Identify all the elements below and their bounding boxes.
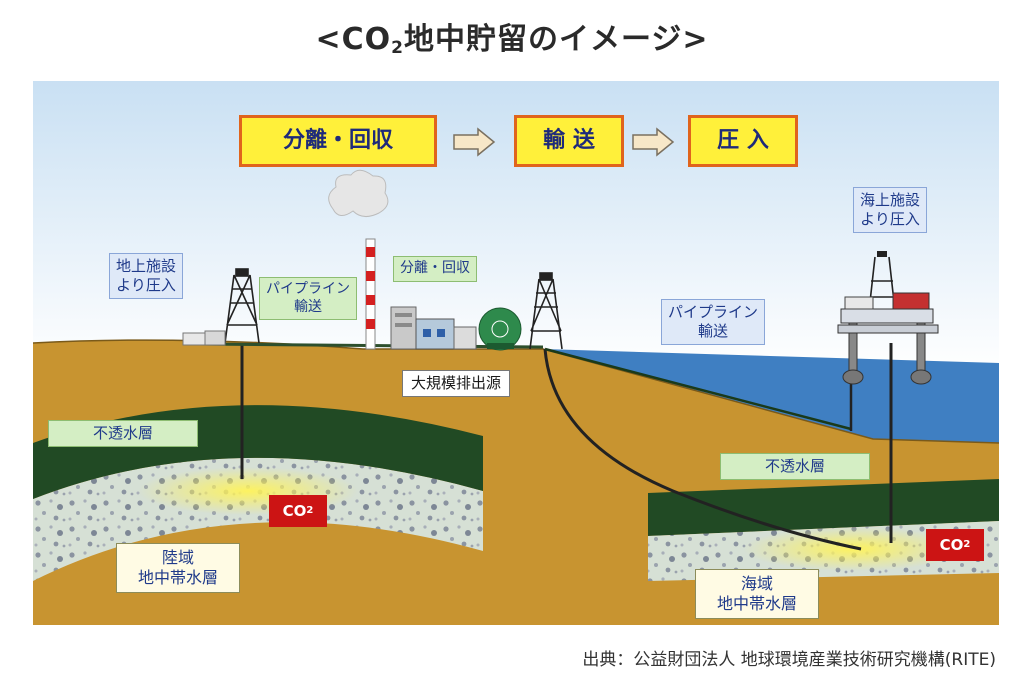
- onshore-facility: [182, 330, 226, 346]
- large-emitter-label: 大規模排出源: [402, 370, 511, 397]
- directional-well: [543, 348, 862, 551]
- flow-arrow-icon: [632, 127, 675, 157]
- diagram-scene: 分離・回収 輸 送 圧 入 地上施設 より圧入 パイプライン 輸送 分離・回収 …: [33, 81, 999, 625]
- offshore-injection-label: 海上施設 より圧入: [853, 187, 928, 233]
- flow-arrow-icon: [453, 127, 496, 157]
- offshore-co2-plume: [743, 527, 963, 571]
- onshore-co2-text: CO: [282, 501, 307, 520]
- onshore-caprock-label: 不透水層: [48, 420, 198, 447]
- smokestack-icon: [328, 169, 389, 350]
- separation-label: 分離・回収: [393, 256, 477, 282]
- offshore-co2-subscript: 2: [963, 538, 971, 550]
- power-plant-building: [390, 306, 477, 350]
- drilling-rig-icon: [224, 268, 260, 344]
- onshore-aquifer-label: 陸域 地中帯水層: [116, 543, 240, 593]
- flow-step-separation: 分離・回収: [239, 115, 437, 167]
- title-main: <CO: [315, 22, 392, 57]
- offshore-caprock-label: 不透水層: [720, 453, 870, 480]
- drilling-rig-icon: [529, 272, 563, 350]
- flow-step-transport-label: 輸 送: [543, 128, 595, 154]
- flow-step-transport: 輸 送: [514, 115, 624, 167]
- sea: [543, 349, 999, 443]
- flow-step-injection: 圧 入: [688, 115, 798, 167]
- land-pipeline-label: パイプライン 輸送: [259, 277, 357, 320]
- onshore-co2-subscript: 2: [306, 504, 314, 516]
- sea-pipeline-label: パイプライン 輸送: [661, 299, 766, 345]
- offshore-caprock-layer: [648, 479, 999, 536]
- offshore-platform-icon: [837, 251, 939, 385]
- page-title: <CO2地中貯留のイメージ>: [0, 14, 1024, 58]
- title-rest: 地中貯留のイメージ>: [403, 22, 709, 57]
- offshore-co2-text: CO: [939, 535, 964, 554]
- offshore-aquifer-label: 海域 地中帯水層: [695, 569, 819, 619]
- seabed-pipeline: [544, 347, 852, 431]
- title-subscript: 2: [391, 38, 404, 58]
- flow-step-separation-label: 分離・回収: [282, 128, 393, 154]
- onshore-injection-label: 地上施設 より圧入: [109, 253, 184, 299]
- flow-step-injection-label: 圧 入: [717, 128, 769, 154]
- storage-tank-icon: [478, 307, 522, 351]
- source-citation: 出典：公益財団法人 地球環境産業技術研究機構(RITE): [582, 650, 996, 670]
